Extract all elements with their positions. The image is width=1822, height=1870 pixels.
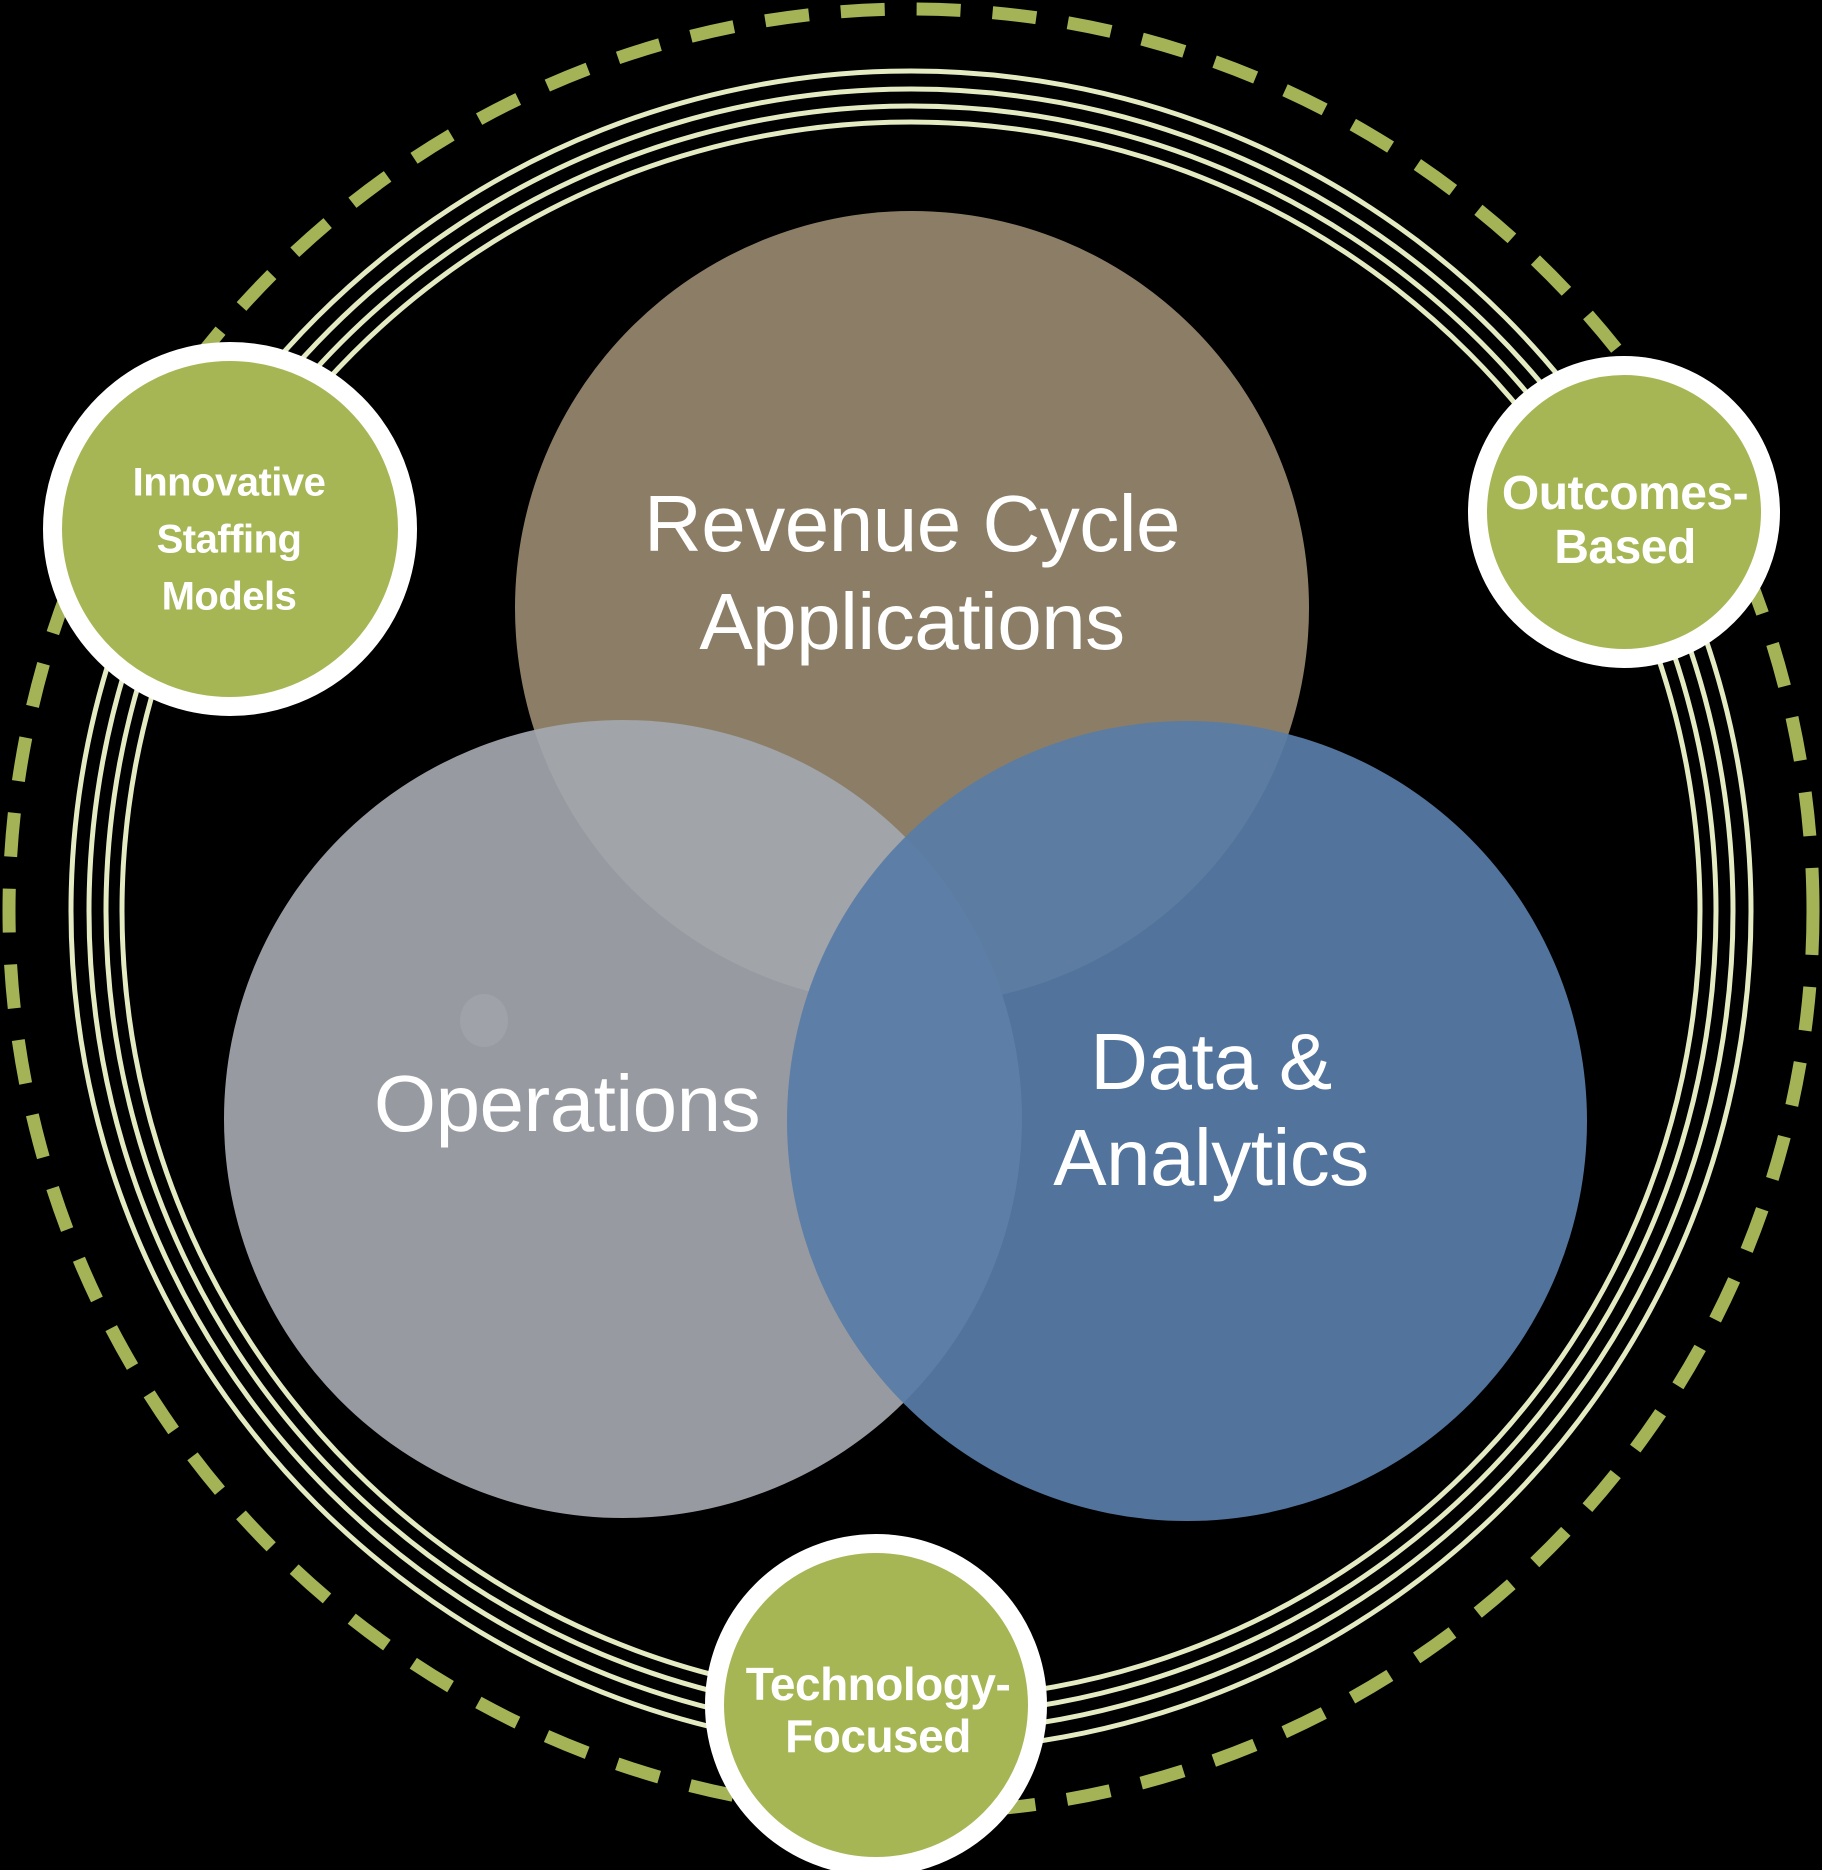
label-operations: Operations (373, 1055, 761, 1153)
label-line: Applications (699, 577, 1125, 666)
label-line: Innovative (132, 460, 326, 505)
label-technology-focused: Technology- Focused (746, 1658, 1011, 1762)
highlight-dot (460, 994, 508, 1047)
label-line: Data & (1090, 1017, 1332, 1106)
label-line: Operations (373, 1059, 761, 1148)
label-line: Technology- (745, 1658, 1011, 1710)
label-line: Outcomes- (1501, 467, 1749, 520)
label-line: Based (1554, 521, 1696, 574)
outer-dashed-ring (2, 2, 1820, 1820)
label-data-analytics: Data & Analytics (1053, 1014, 1369, 1206)
label-revenue-cycle-applications: Revenue Cycle Applications (644, 475, 1181, 671)
label-line: Focused (785, 1710, 971, 1762)
label-line: Analytics (1053, 1113, 1369, 1202)
circle-data-analytics (787, 721, 1587, 1521)
label-line: Revenue Cycle (644, 479, 1181, 568)
label-line: Staffing (156, 517, 302, 562)
label-line: Models (161, 574, 297, 619)
label-outcomes-based: Outcomes- Based (1501, 467, 1749, 575)
label-innovative-staffing-models: Innovative Staffing Models (133, 455, 326, 626)
